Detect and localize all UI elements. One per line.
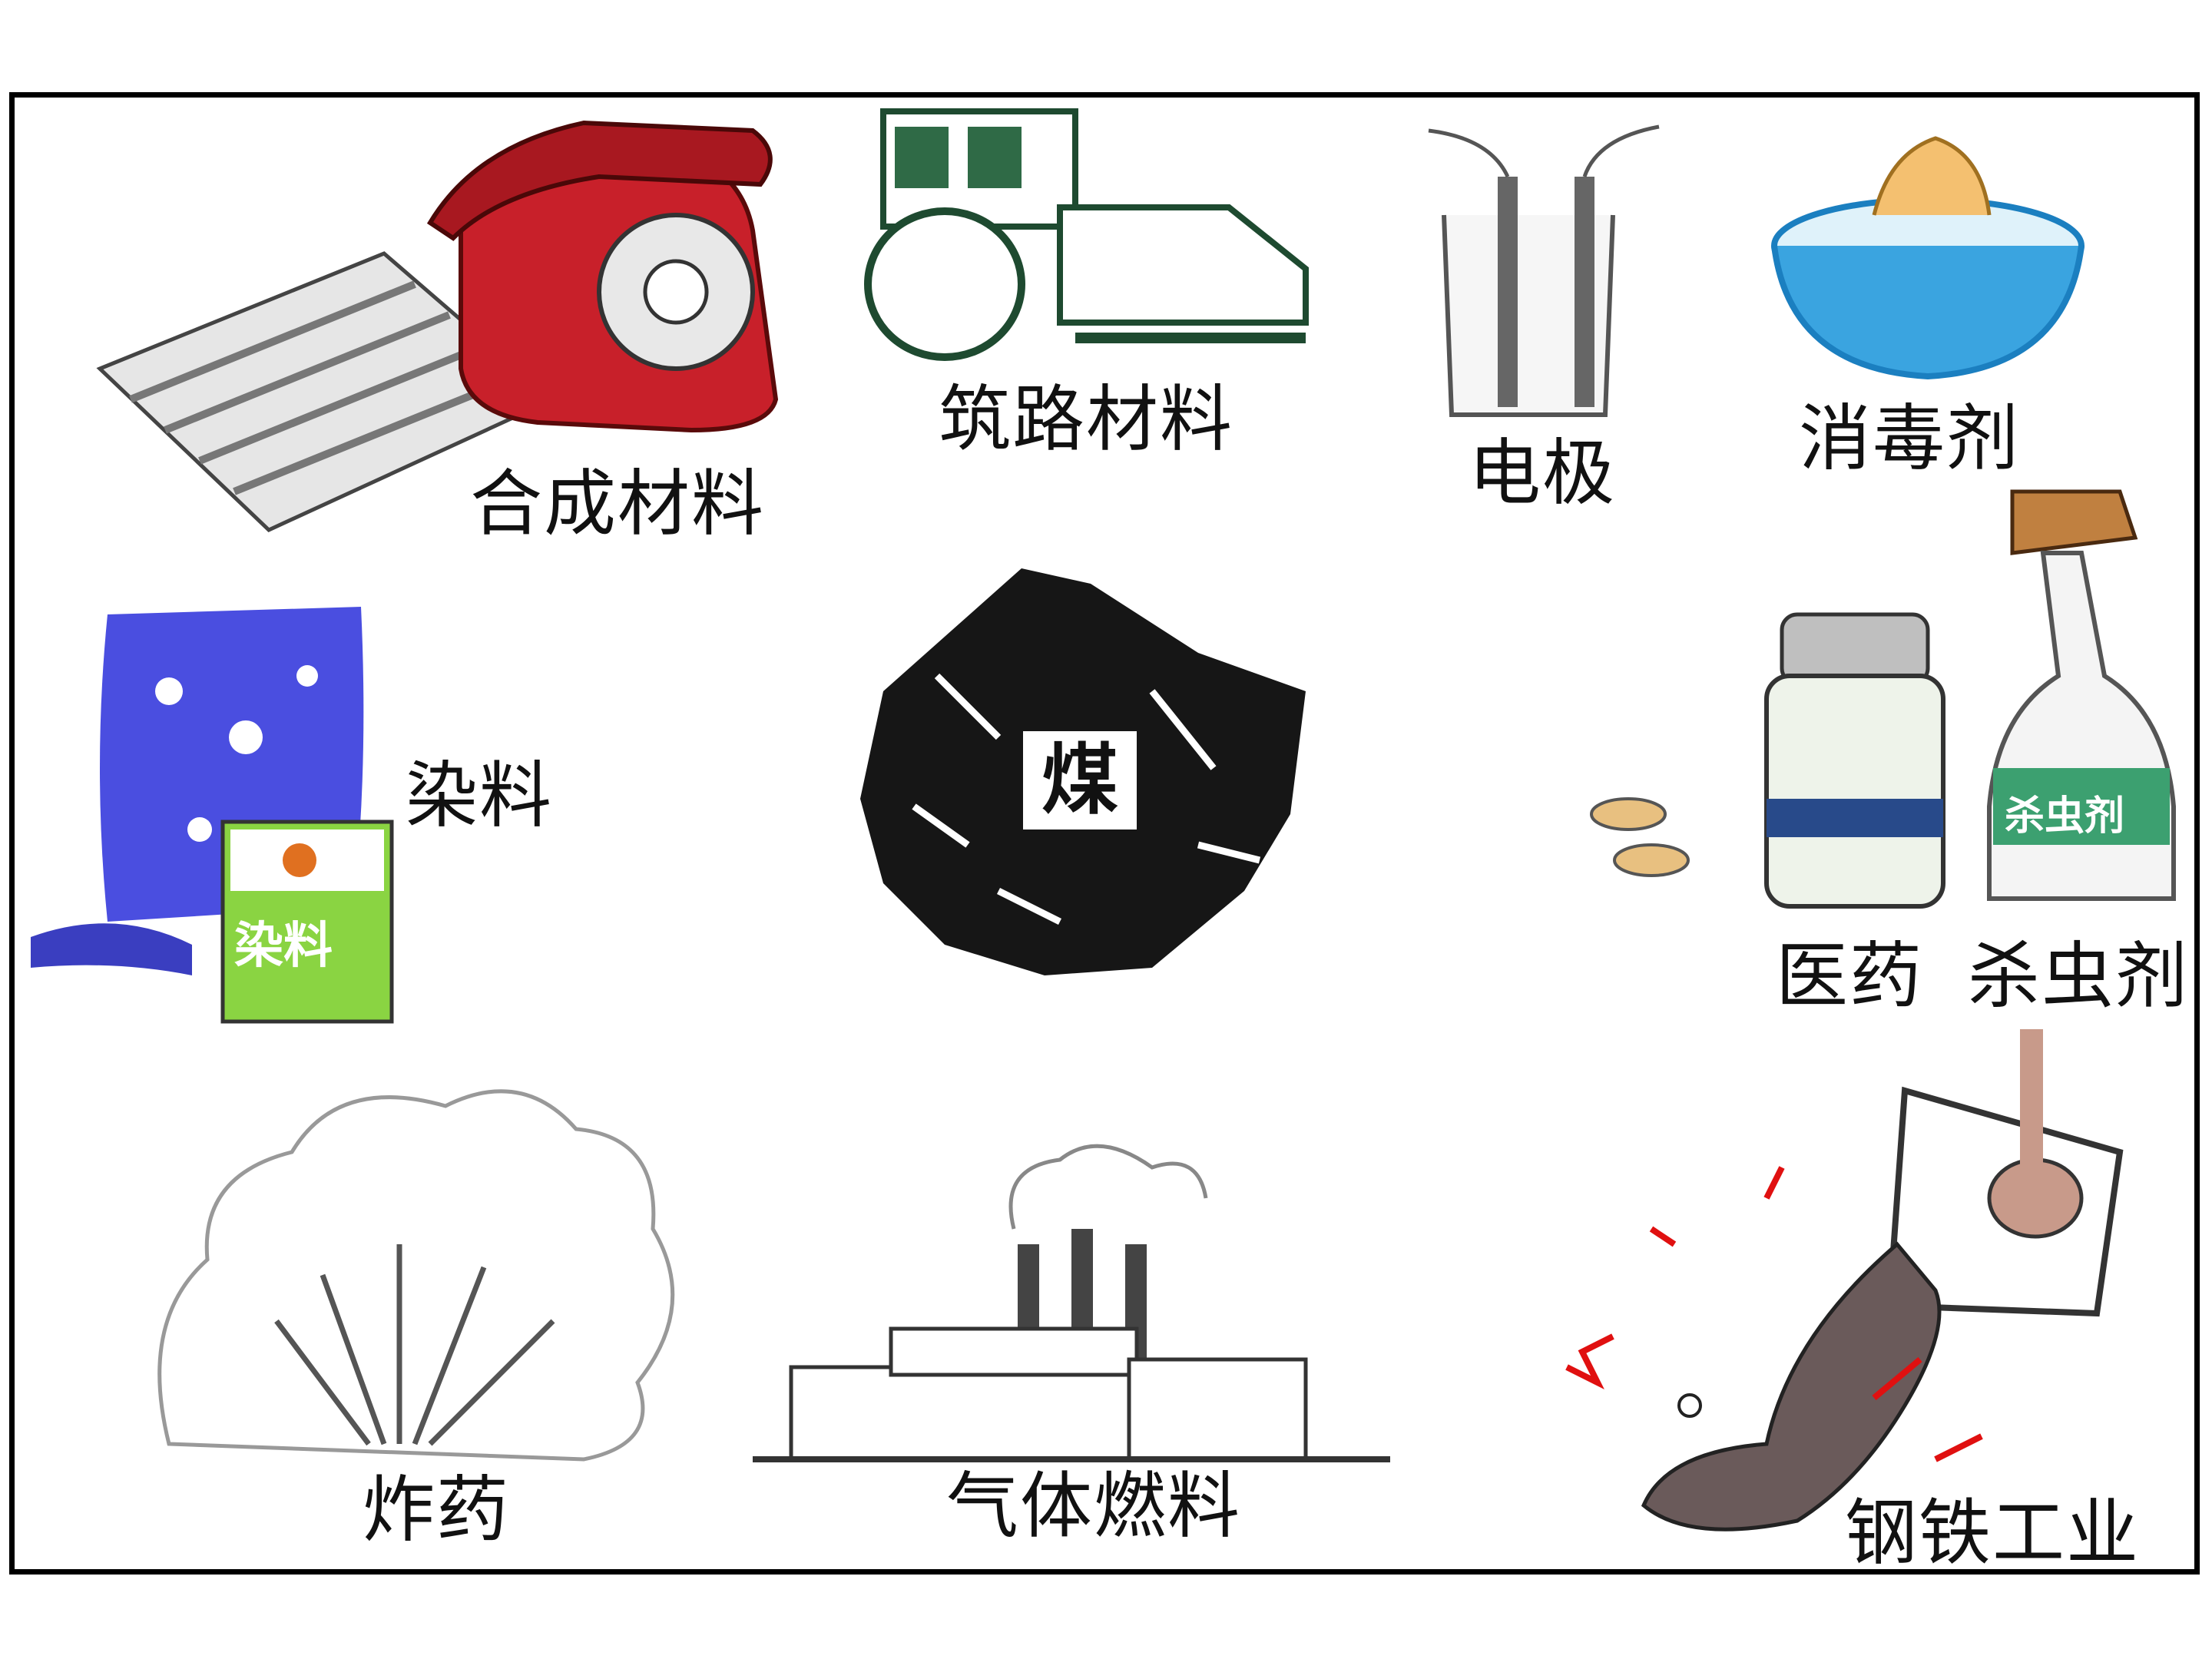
corrugated-sheet-icon <box>96 251 557 532</box>
road-roller-icon <box>864 108 1309 361</box>
factory-icon <box>753 1144 1390 1462</box>
label-dye: 染料 <box>406 754 554 838</box>
label-steel-industry: 钢铁工业 <box>1845 1492 2141 1575</box>
washing-basin-icon <box>1771 136 2085 380</box>
explosion-icon <box>157 1089 675 1462</box>
label-insecticide: 杀虫剂 <box>1968 935 2190 1018</box>
dye-package-icon <box>220 820 394 1024</box>
beaker-electrodes-icon <box>1428 124 1660 417</box>
spray-bottle-text: 杀虫剂 <box>2005 793 2125 839</box>
molten-steel-icon <box>1565 1029 2124 1532</box>
telephone-icon <box>426 120 779 433</box>
label-medicine: 医药 <box>1776 935 1924 1018</box>
medicine-bottle-icon <box>1590 612 1945 909</box>
label-disinfectant: 消毒剂 <box>1799 397 2021 481</box>
label-road-materials: 筑路材料 <box>939 378 1234 462</box>
label-electrode: 电极 <box>1469 432 1617 515</box>
dye-package-text: 染料 <box>234 918 333 975</box>
spray-bottle-icon <box>1987 489 2176 901</box>
label-explosive: 炸药 <box>363 1469 511 1552</box>
label-synthetic-materials: 合成材料 <box>470 462 766 546</box>
diagram-frame <box>9 92 2200 1575</box>
label-gas-fuel: 气体燃料 <box>946 1465 1242 1548</box>
coal-label: 煤 <box>1023 731 1137 830</box>
